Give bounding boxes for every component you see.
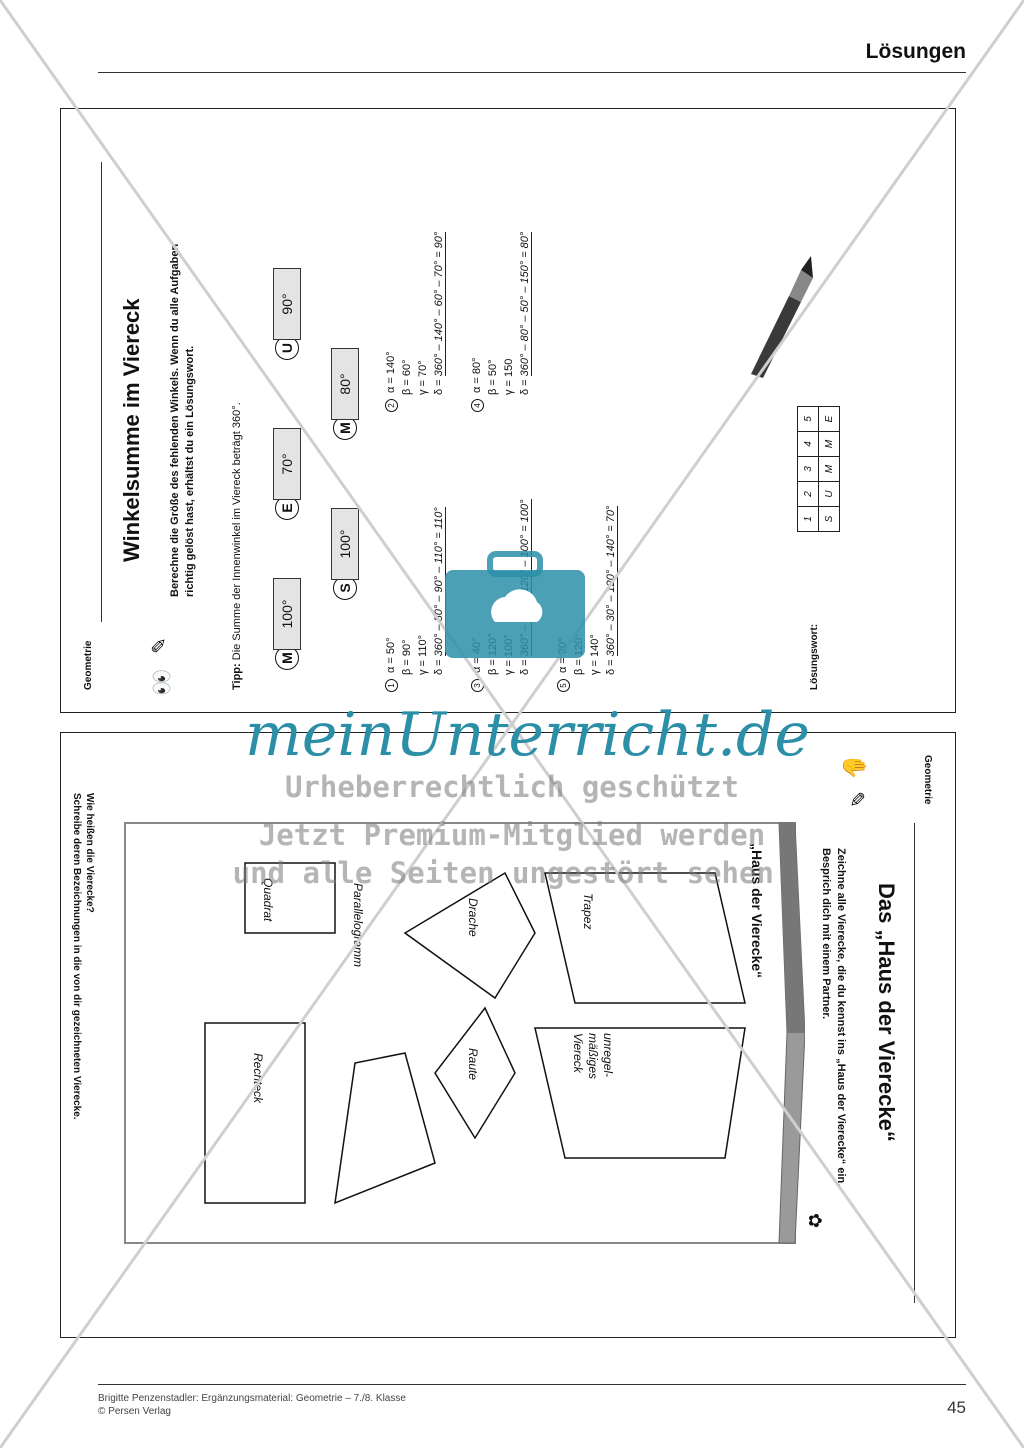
- pencil-icon: ✎: [149, 637, 171, 654]
- solution-letter: M: [818, 456, 840, 482]
- task-gamma: γ = 70°: [417, 360, 429, 395]
- shape-label: Viereck: [571, 1033, 585, 1073]
- task-number: 4: [471, 399, 484, 412]
- shape-label: Drache: [466, 898, 480, 937]
- shape-label: Rechteck: [251, 1053, 265, 1104]
- bottom-instruction-1: Zeichne alle Vierecke, die du kennst ins…: [835, 848, 847, 1187]
- shape-label: Raute: [466, 1048, 480, 1081]
- top-subject-rule: [101, 162, 102, 622]
- task-gamma: γ = 110°: [417, 635, 429, 675]
- task-delta-prefix: δ =: [433, 379, 445, 395]
- solution-letter: U: [818, 481, 840, 507]
- task-delta-prefix: δ =: [605, 659, 617, 675]
- top-subject-label: Geometrie: [83, 640, 94, 690]
- solution-letter: S: [818, 506, 840, 532]
- bottom-title: Das „Haus der Vierecke“: [874, 883, 899, 1142]
- task-alpha: α = 140°: [385, 351, 397, 393]
- task-number: 5: [557, 679, 570, 692]
- eyes-icon: 👀: [149, 668, 174, 696]
- solution-letter: E: [818, 406, 840, 432]
- watermark-bag-icon: [440, 550, 590, 660]
- question-line-1: Wie heißen die Vierecke?: [84, 793, 95, 913]
- solution-number: 5: [797, 406, 819, 432]
- card-value: 90°: [273, 268, 301, 340]
- task-gamma: γ = 150: [503, 358, 515, 395]
- watermark-line-1: Urheberrechtlich geschützt: [285, 770, 739, 804]
- watermark-line-2: Jetzt Premium-Mitglied werden: [258, 818, 766, 852]
- irregular-quadrilateral-shape: [334, 1052, 436, 1205]
- parallelogram-shape: [544, 872, 746, 1004]
- top-title: Winkelsumme im Viereck: [119, 298, 144, 562]
- footer-publisher: © Persen Verlag: [98, 1406, 171, 1417]
- solution-label: Lösungswort:: [809, 623, 820, 690]
- page-number: 45: [947, 1398, 966, 1417]
- watermark-brand: meinUnterricht.de: [245, 700, 810, 770]
- task-delta-solution: 360° – 80° – 50° – 150° = 80°: [519, 231, 532, 377]
- task-delta-prefix: δ =: [433, 659, 445, 675]
- top-instruction-2: richtig gelöst hast, erhältst du ein Lös…: [184, 345, 196, 597]
- task-alpha: α = 50°: [385, 637, 397, 673]
- shape-label: unregel-: [601, 1033, 615, 1078]
- tip-label: Tipp:: [231, 663, 243, 690]
- card-value: 70°: [273, 428, 301, 500]
- rectangle-shape: [204, 1022, 306, 1204]
- task-number: 1: [385, 679, 398, 692]
- header-rule: [98, 72, 966, 73]
- solution-number: 1: [797, 506, 819, 532]
- card-value: 80°: [331, 348, 359, 420]
- task-block: 1α = 50° β = 90° γ = 110° δ = 360° – 50°…: [383, 507, 447, 692]
- card-value: 100°: [331, 508, 359, 580]
- tip-text: Die Summe der Innenwinkel im Viereck bet…: [231, 402, 243, 661]
- solution-number: 3: [797, 456, 819, 482]
- footer-author: Brigitte Penzenstadler: Ergänzungsmateri…: [98, 1393, 406, 1404]
- task-delta-prefix: δ =: [519, 379, 531, 395]
- task-beta: β = 90°: [401, 639, 413, 676]
- task-number: 2: [385, 399, 398, 412]
- shape-label: mäßiges: [586, 1033, 600, 1080]
- solution-number: 2: [797, 481, 819, 507]
- shape-label: Parallelogramm: [351, 883, 365, 968]
- task-delta-solution: 360° – 140° – 60° – 70° = 90°: [433, 231, 446, 377]
- task-number: 3: [471, 679, 484, 692]
- fountain-pen-icon: [751, 256, 813, 378]
- task-block: 2 α = 140° β = 60° γ = 70° δ = 360° – 140…: [383, 231, 447, 412]
- trapezoid-shape: [534, 1027, 746, 1159]
- bottom-subject-rule: [914, 823, 915, 1303]
- footer-rule: [98, 1384, 966, 1385]
- tip-line: Tipp: Die Summe der Innenwinkel im Viere…: [231, 402, 243, 690]
- shape-label: Trapez: [581, 893, 595, 930]
- task-beta: β = 60°: [401, 359, 413, 396]
- solution-number: 4: [797, 431, 819, 457]
- solution-letter: M: [818, 431, 840, 457]
- task-alpha: α = 80°: [471, 357, 483, 393]
- card-value: 100°: [273, 578, 301, 650]
- top-instruction-1: Berechne die Größe des fehlenden Winkels…: [169, 243, 181, 597]
- solution-table: 1 2 3 4 5 S U M M E: [797, 406, 840, 532]
- page-header-title: Lösungen: [865, 40, 966, 63]
- task-delta-solution: 360° – 30° – 120° – 140° = 70°: [605, 505, 618, 657]
- task-block: 4 α = 80° β = 50° γ = 150 δ = 360° – 80° …: [469, 231, 533, 412]
- watermark-line-3: und alle Seiten ungestört sehen!: [232, 856, 792, 890]
- task-beta: β = 50°: [487, 359, 499, 396]
- flower-icon: ✿: [805, 1213, 825, 1229]
- task-delta-prefix: δ =: [519, 659, 531, 675]
